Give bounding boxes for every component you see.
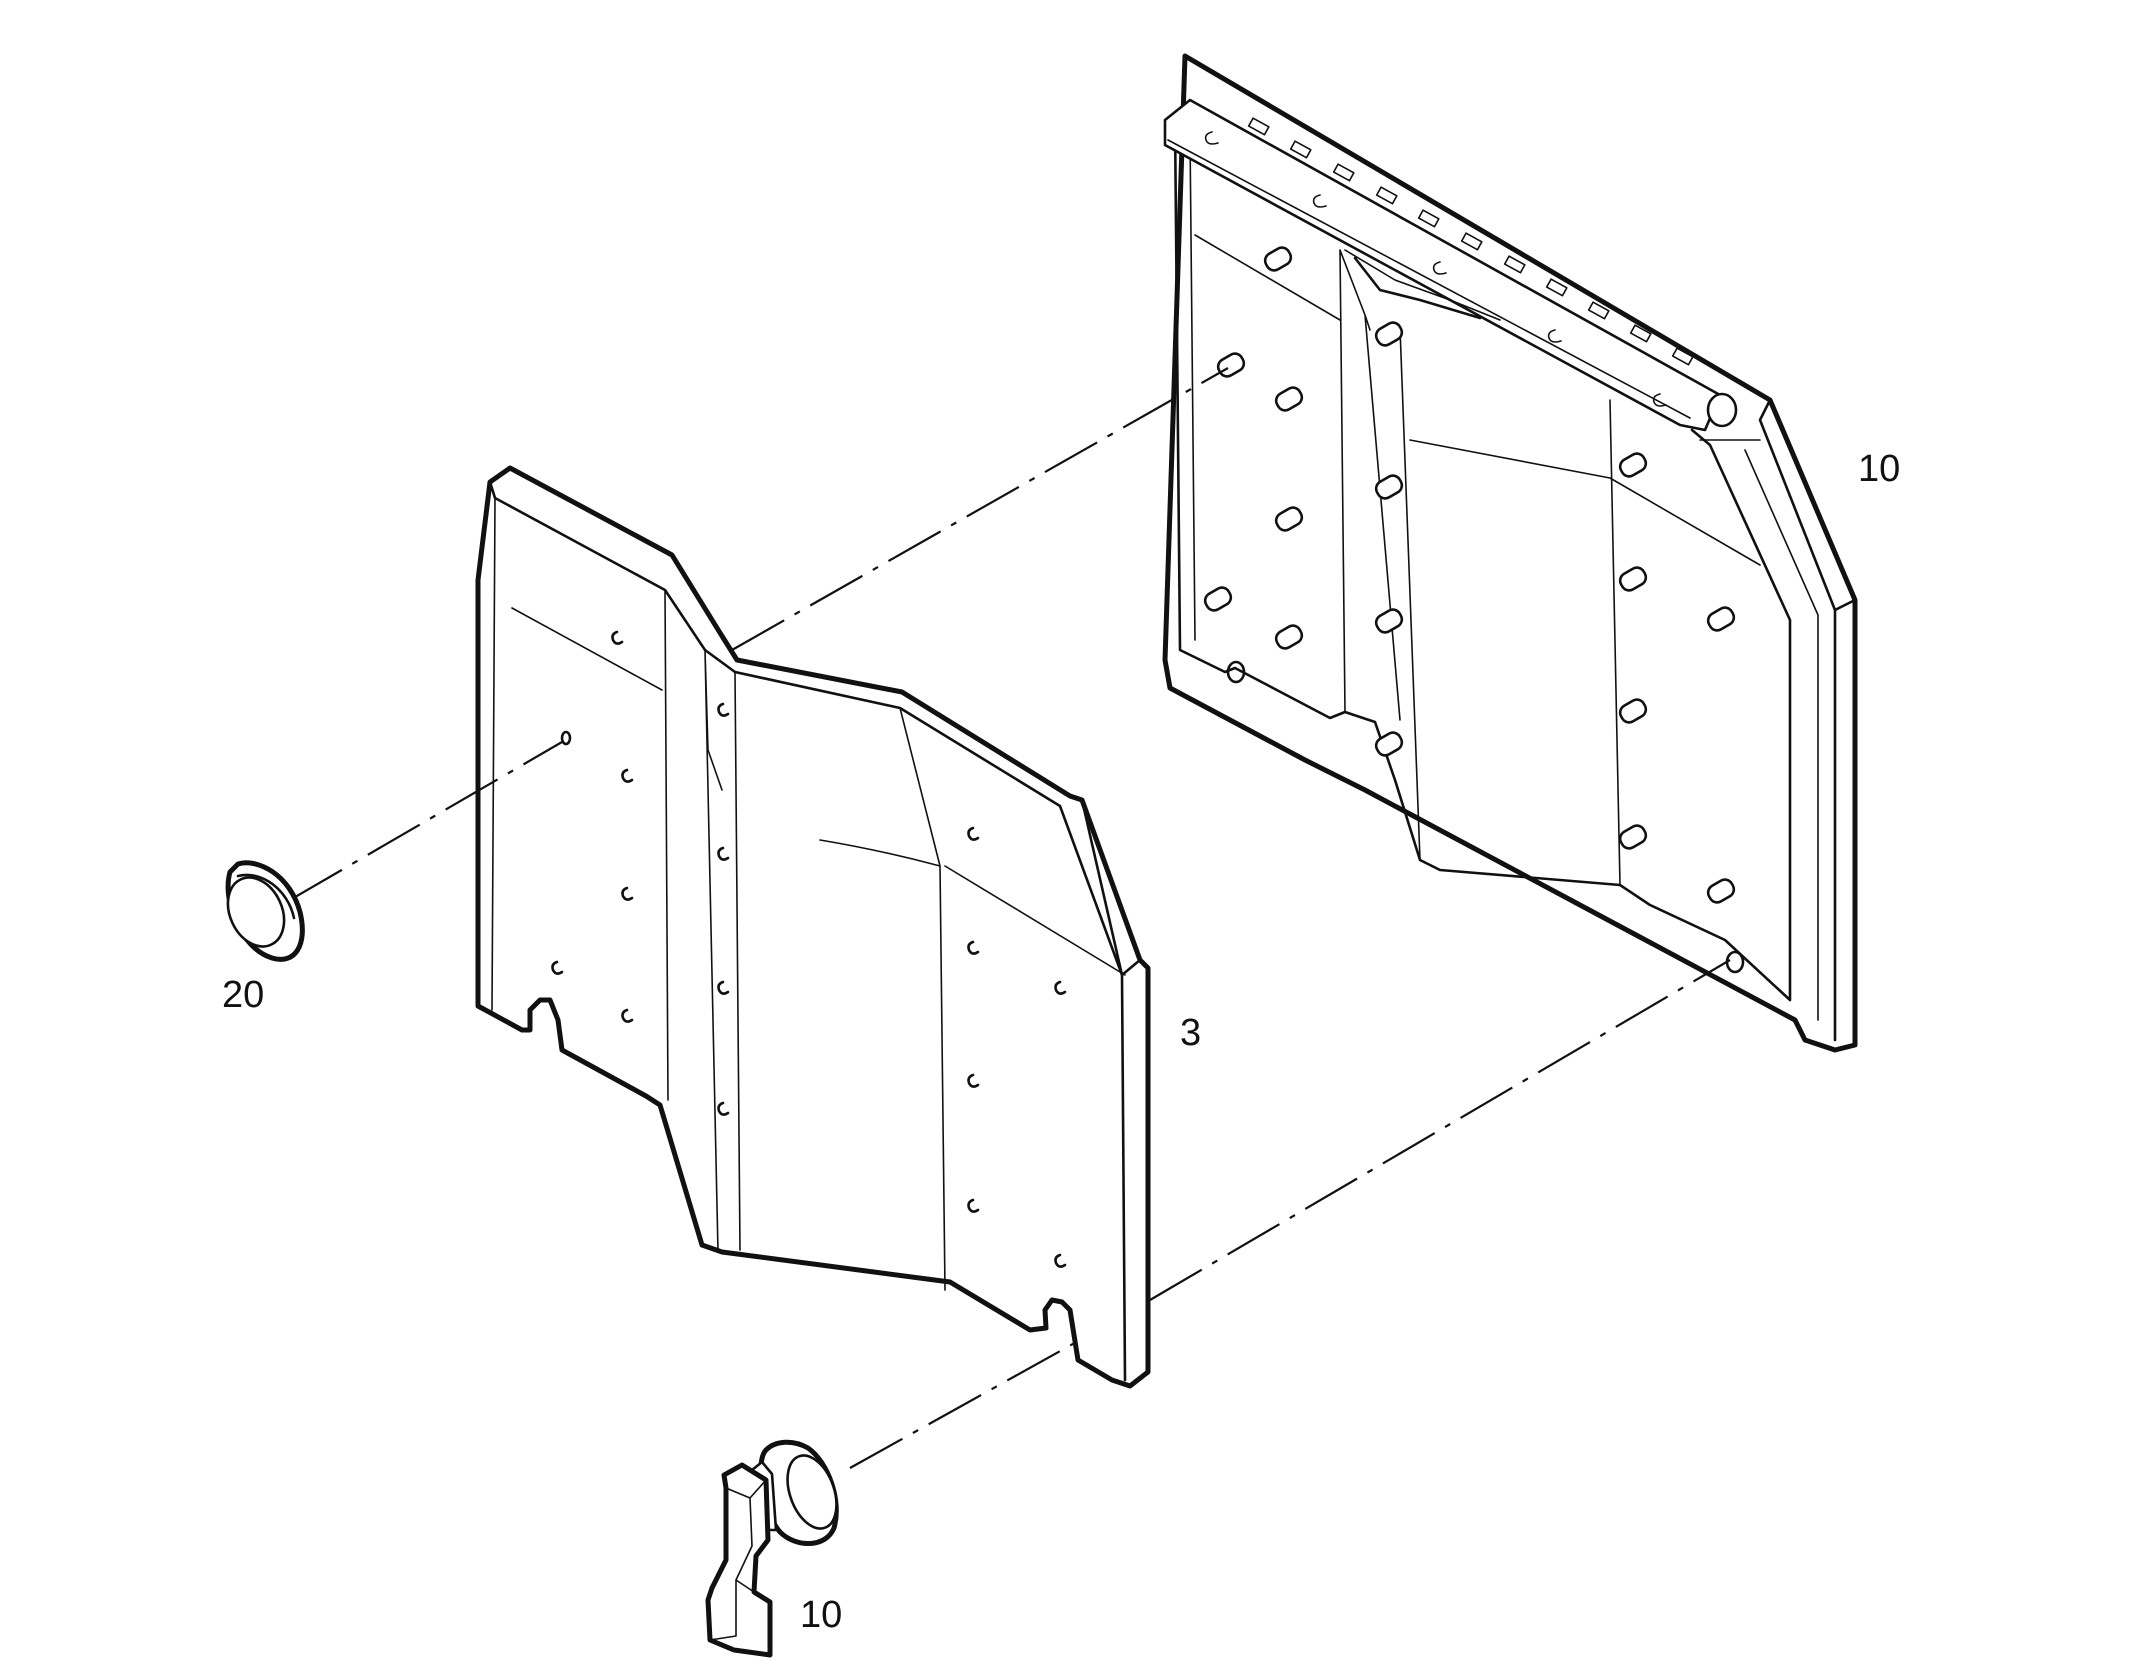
latch-part — [705, 1439, 839, 1658]
door-frame-fold-lines — [1194, 234, 1761, 886]
plug-face — [226, 876, 286, 948]
door-frame-outline — [1162, 53, 1858, 1053]
plug-hole — [560, 730, 572, 746]
callout-inner-panel: 3 — [1180, 1012, 1202, 1054]
door-studs — [1203, 246, 1736, 904]
door-frame-side-edge — [1758, 398, 1857, 1042]
inner-panel — [475, 465, 1151, 1389]
plug-rim — [236, 873, 296, 920]
inner-panel-fold-lines — [491, 497, 1126, 1291]
inner-panel-holes — [551, 630, 1067, 1268]
callout-plug: 20 — [222, 974, 265, 1016]
latch-collar-face — [786, 1454, 838, 1530]
axis-latch — [849, 1339, 1081, 1469]
latch-handle — [705, 1462, 773, 1658]
assembly-axes — [289, 367, 1731, 1469]
plug-part — [225, 860, 305, 962]
hinge-pin-end — [1706, 392, 1738, 428]
axis-panel-to-frame-top — [731, 367, 1229, 651]
door-frame-inner-lip — [1189, 134, 1819, 1021]
callout-door-frame: 10 — [1858, 448, 1901, 490]
callout-latch: 10 — [800, 1594, 843, 1636]
latch-handle-edge — [709, 1479, 767, 1641]
axis-panel-to-frame-bottom — [1149, 959, 1731, 1301]
inner-panel-outline — [475, 465, 1151, 1389]
hinge-strip-edge — [1167, 139, 1691, 419]
door-frame-assembly — [1162, 53, 1858, 1053]
hinge-strip — [1163, 98, 1722, 432]
door-frame-notch — [1353, 256, 1482, 320]
axis-plug — [289, 741, 563, 901]
hinge-slots — [1247, 117, 1694, 366]
frame-corner-hole — [1226, 660, 1246, 684]
hinge-hooks — [1204, 131, 1667, 407]
